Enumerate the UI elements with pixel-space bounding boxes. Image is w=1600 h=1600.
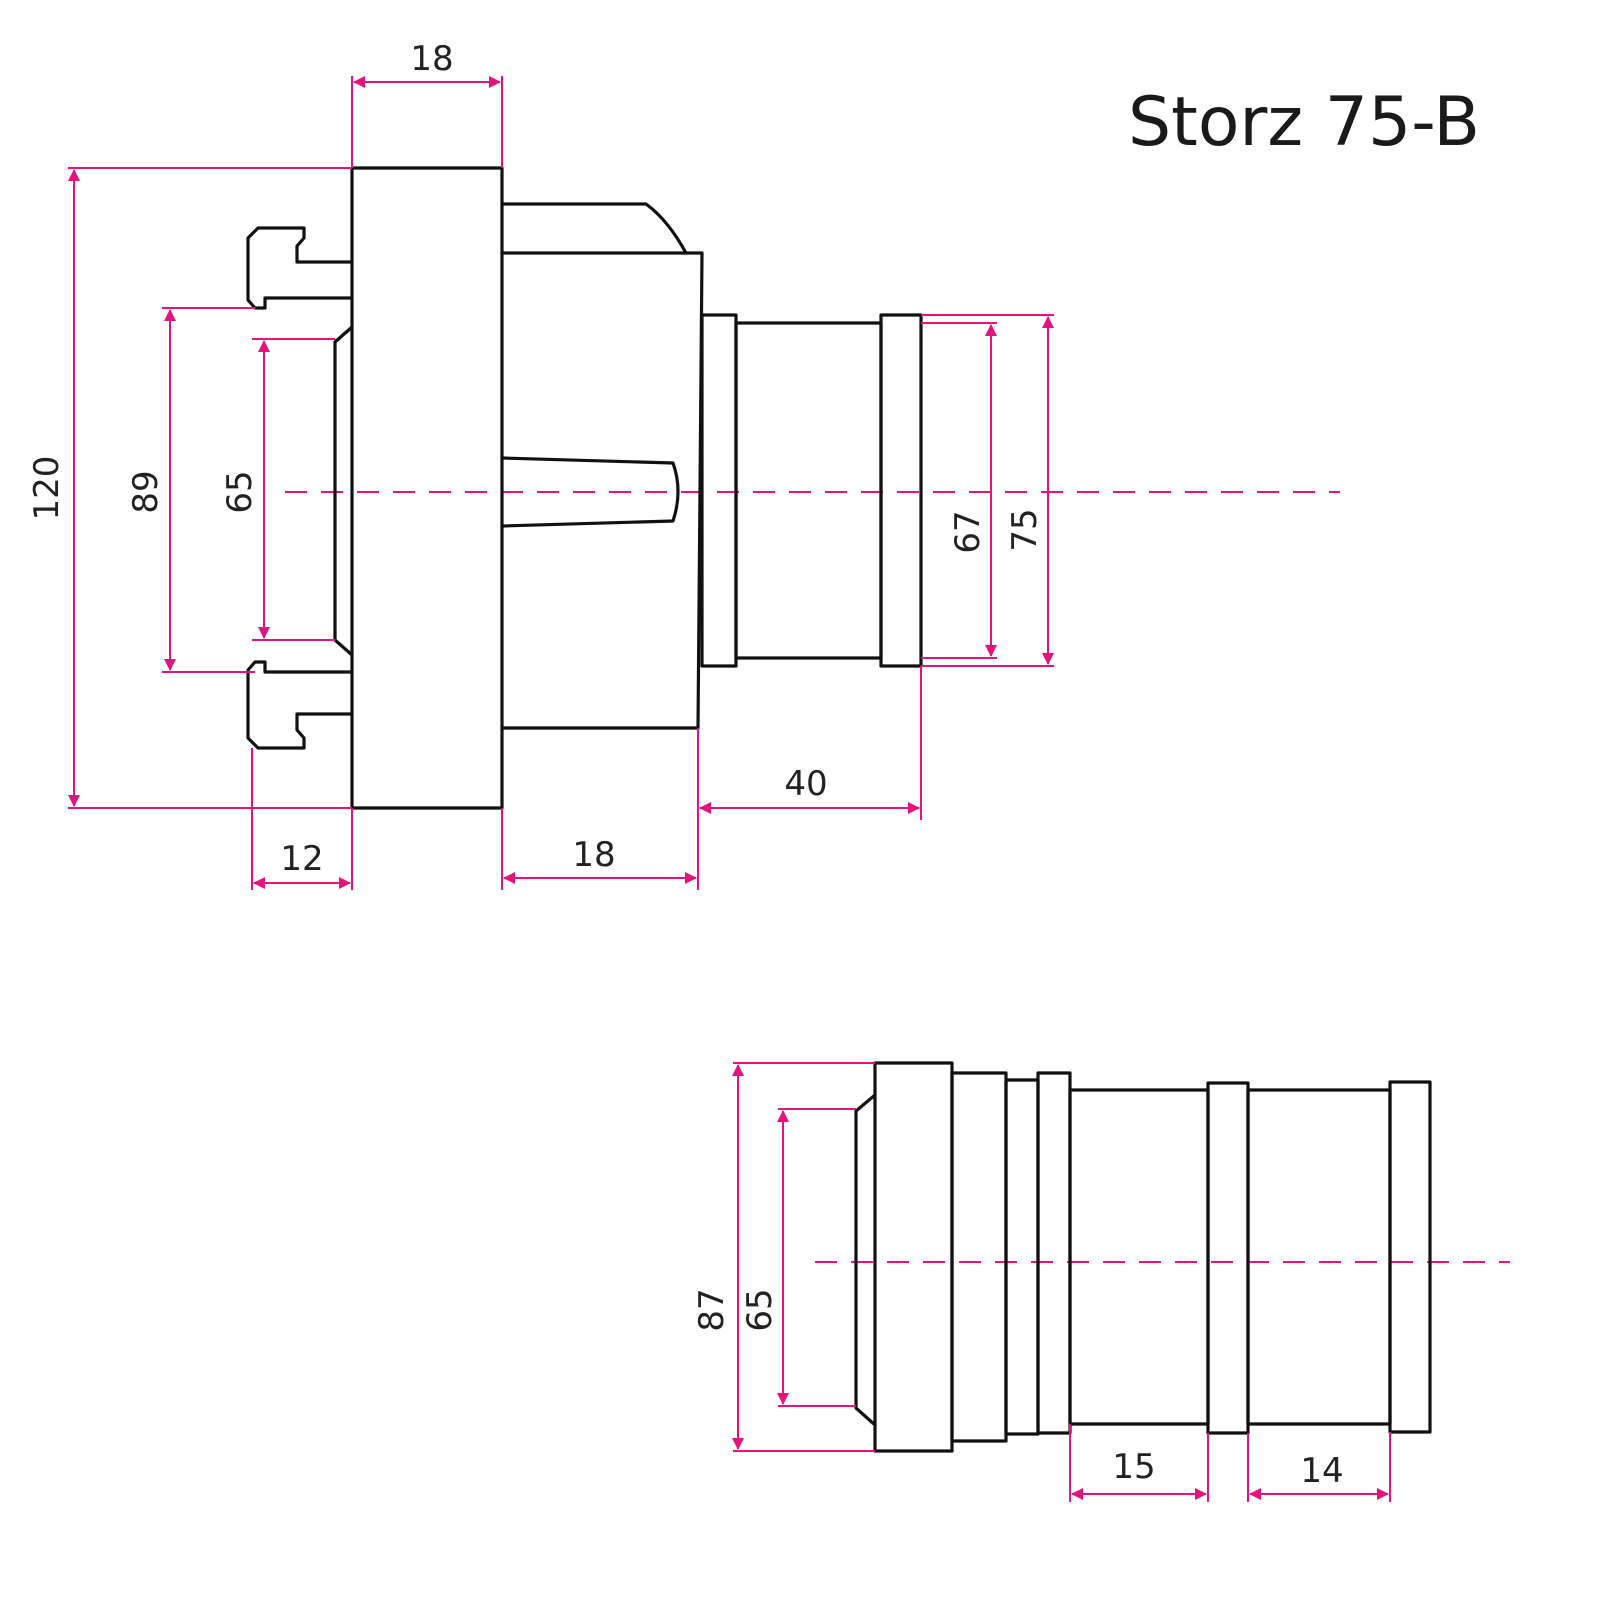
stub-collar (700, 313, 738, 668)
upper-claw (246, 226, 352, 310)
dim-outer: 87 (692, 1288, 732, 1331)
stub-end-ring (879, 313, 923, 668)
dim-inner-bore: 65 (220, 470, 260, 513)
dim-ring-gap: 15 (1112, 1447, 1155, 1487)
step-ring-3 (1036, 1071, 1072, 1435)
body-block (500, 251, 704, 730)
end-ring (1388, 1080, 1432, 1434)
top-lug (500, 202, 688, 255)
step-ring-2 (1004, 1078, 1040, 1436)
dim-claw-depth: 12 (280, 839, 323, 879)
step-ring-1 (950, 1071, 1008, 1443)
mid-ring (1206, 1081, 1250, 1435)
dim-ring-outer: 75 (1005, 508, 1045, 551)
dim-top-width: 18 (410, 39, 453, 79)
tube-section-2 (1246, 1088, 1392, 1426)
dim-body-length: 18 (572, 835, 615, 875)
center-pin (500, 456, 680, 528)
dim-stub-length: 40 (784, 764, 827, 804)
side-view: 18 120 89 65 67 75 12 18 40 (27, 39, 1340, 890)
dim-ring-inner: 67 (948, 510, 988, 553)
drawing-title: Storz 75-B (1128, 83, 1480, 162)
dim-bore: 65 (740, 1288, 780, 1331)
dim-tail-length: 14 (1300, 1451, 1343, 1491)
dim-height-total: 120 (27, 456, 67, 521)
stub-body (734, 321, 883, 660)
end-chamfer (854, 1093, 877, 1427)
end-view: 87 65 15 14 (692, 1061, 1510, 1502)
tube-section-1 (1068, 1088, 1210, 1426)
main-flange (350, 166, 504, 810)
bore-lip (333, 325, 354, 657)
lower-claw (246, 660, 352, 750)
dim-claw-span: 89 (126, 470, 166, 513)
coupling-head (873, 1061, 954, 1453)
